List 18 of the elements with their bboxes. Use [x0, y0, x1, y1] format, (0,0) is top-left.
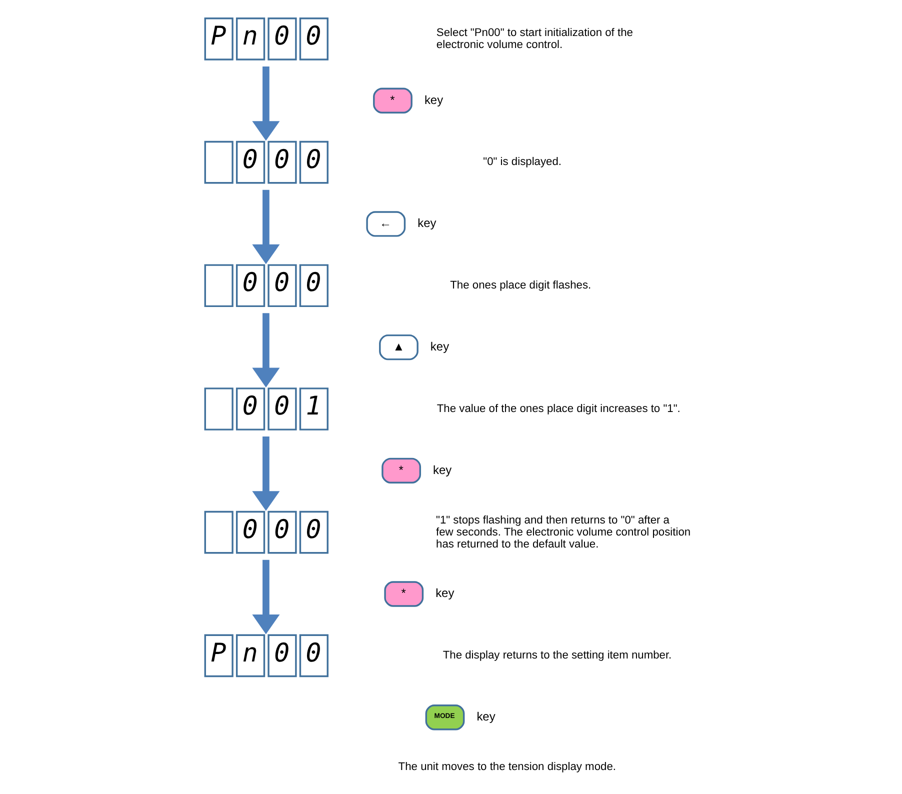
arrow	[252, 66, 280, 141]
label: The display returns to the setting item number.	[442, 650, 672, 662]
label: The unit moves to the tension display mode.	[398, 760, 616, 773]
node-label: key	[430, 339, 450, 354]
node-label: key	[418, 216, 436, 230]
arrow	[252, 190, 280, 264]
node-label: key	[424, 92, 444, 107]
label: The value of the ones place digit increases to "1".	[436, 402, 680, 415]
arrow	[252, 436, 280, 511]
label: The ones place digit flashes.	[450, 280, 592, 292]
label: "0" is displayed.	[483, 156, 562, 168]
node-label: key	[436, 586, 454, 600]
label: "1" stops flashing and then returns to "0" after a few seconds. The electronic volume control position has returned to the default value.	[436, 514, 691, 550]
arrow	[252, 313, 280, 388]
arrow	[252, 560, 280, 634]
node-label: key	[433, 462, 452, 477]
label: Select "Pn00" to start initialization of the electronic volume control.	[436, 26, 633, 51]
node-label: key	[476, 710, 496, 724]
